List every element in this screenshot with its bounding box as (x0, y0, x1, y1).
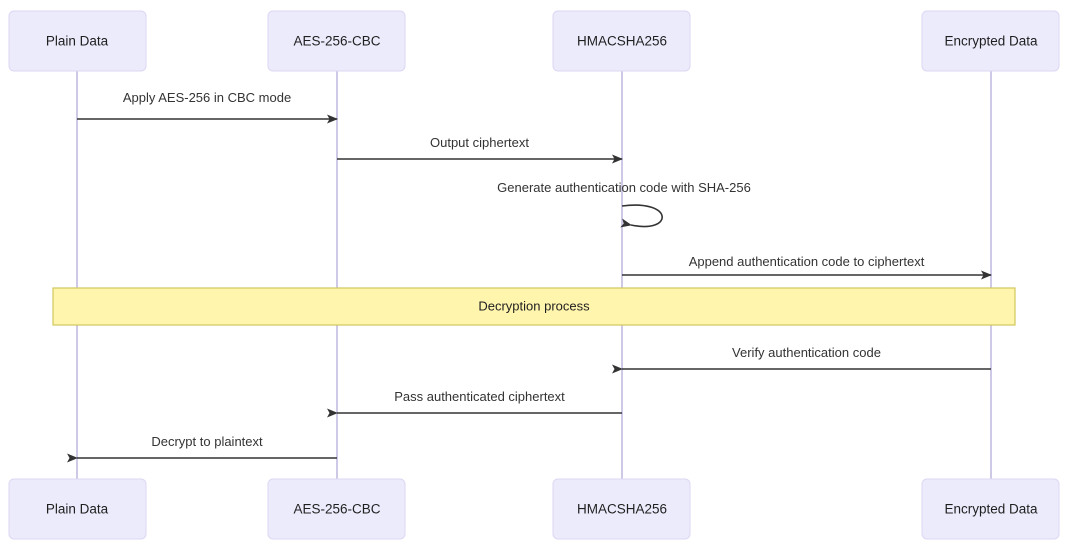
note-label-decryption-divider: Decryption process (478, 298, 590, 313)
participant-label-enc-top: Encrypted Data (944, 34, 1038, 49)
message-label-6: Pass authenticated ciphertext (394, 389, 565, 404)
participant-label-aes-bottom: AES-256-CBC (293, 502, 380, 517)
participant-label-hmac-top: HMACSHA256 (577, 34, 667, 49)
participant-box-aes-bottom[interactable] (267, 478, 406, 540)
message-label-7: Decrypt to plaintext (151, 434, 263, 449)
message-label-2: Output ciphertext (430, 135, 529, 150)
participant-box-enc-top[interactable] (921, 10, 1060, 72)
participant-box-plain-bottom[interactable] (8, 478, 147, 540)
notes: Decryption process (52, 287, 1016, 326)
message-label-1: Apply AES-256 in CBC mode (123, 90, 291, 105)
participant-label-hmac-bottom: HMACSHA256 (577, 502, 667, 517)
participant-box-hmac-bottom[interactable] (552, 478, 691, 540)
participant-label-aes-top: AES-256-CBC (293, 34, 380, 49)
message-label-3: Generate authentication code with SHA-25… (497, 180, 751, 195)
note-box-decryption-divider (52, 287, 1016, 326)
message-label-4: Append authentication code to ciphertext (689, 254, 925, 269)
message-label-5: Verify authentication code (732, 345, 881, 360)
participant-box-aes-top[interactable] (267, 10, 406, 72)
participant-box-plain-top[interactable] (8, 10, 147, 72)
participant-box-enc-bottom[interactable] (921, 478, 1060, 540)
participant-label-enc-bottom: Encrypted Data (944, 502, 1038, 517)
participant-label-plain-bottom: Plain Data (46, 502, 109, 517)
participant-box-hmac-top[interactable] (552, 10, 691, 72)
message-line-3 (620, 204, 663, 228)
participant-label-plain-top: Plain Data (46, 34, 109, 49)
participants-top: Plain Data AES-256-CBC HMACSHA256 Encrypted… (8, 10, 1060, 72)
participants-bottom: Plain Data AES-256-CBC HMACSHA256 Encrypted… (8, 478, 1060, 540)
